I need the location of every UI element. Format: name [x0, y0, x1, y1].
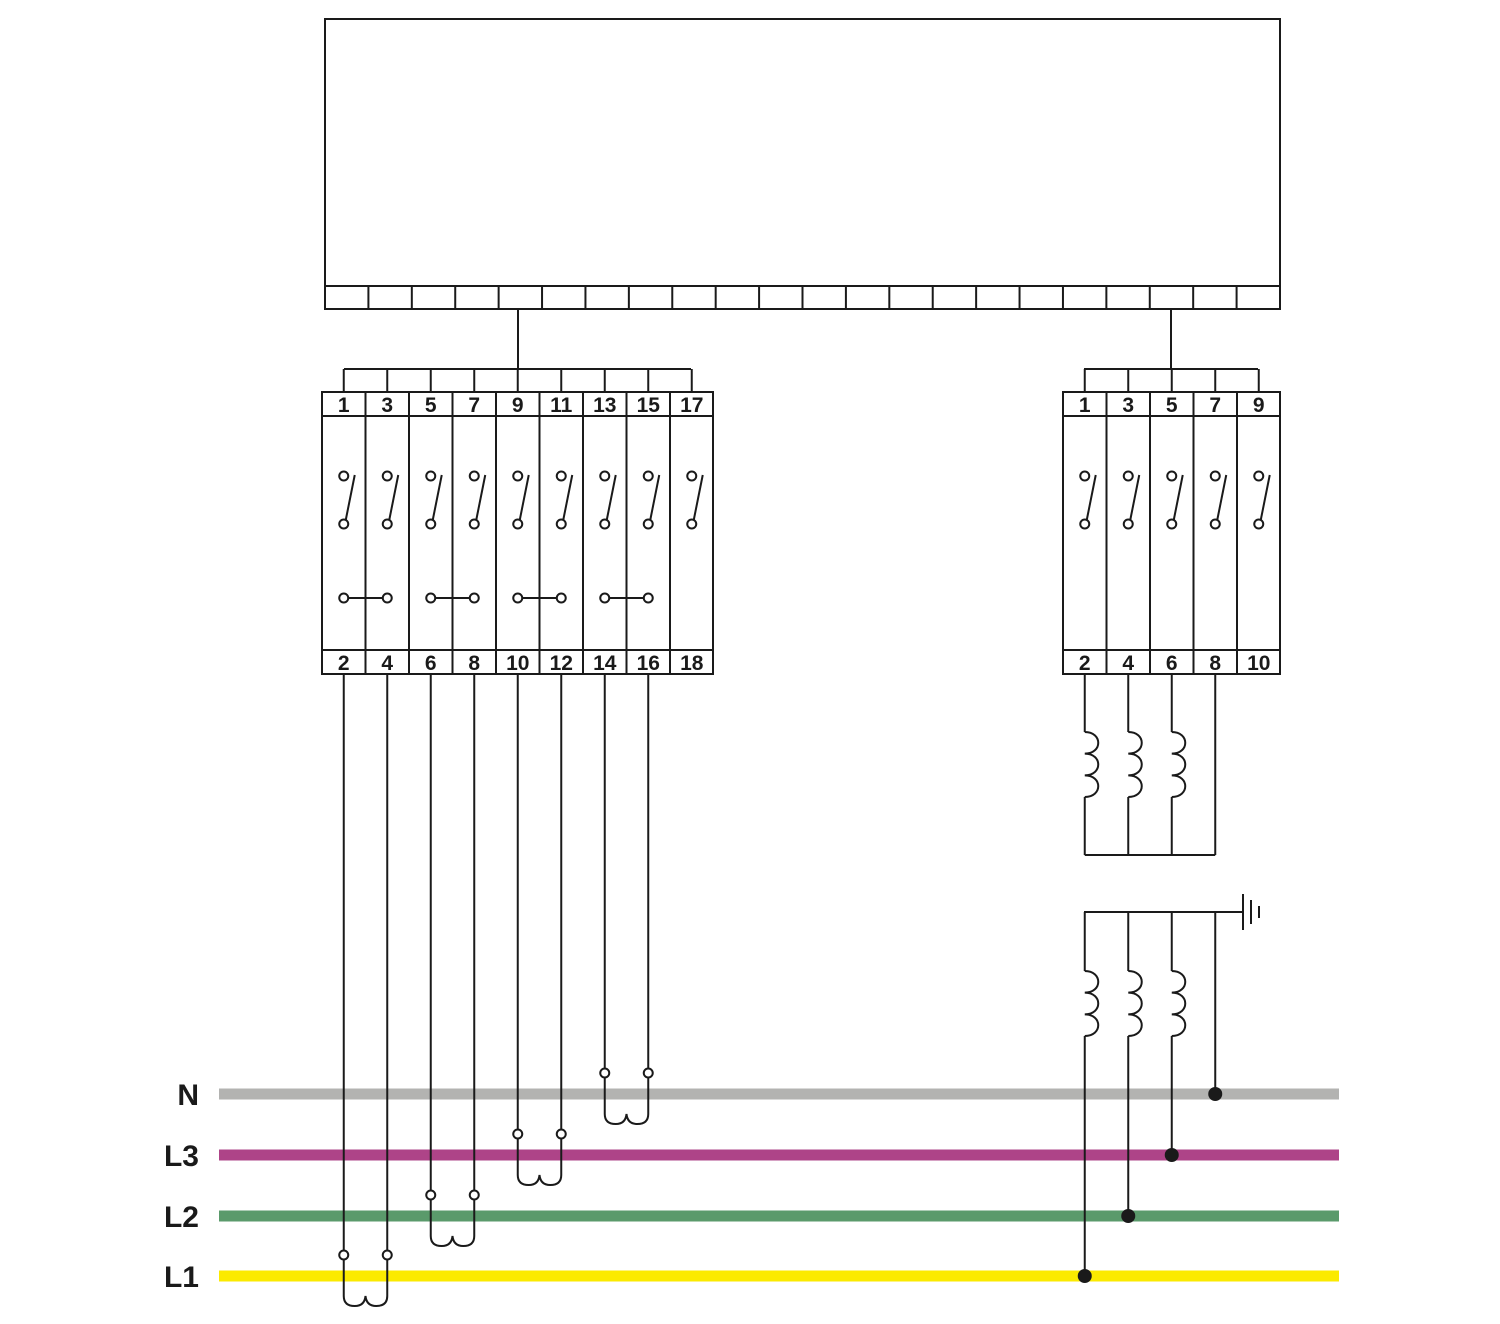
terminal-label-top: 1 — [1079, 394, 1091, 417]
terminal-label-bottom: 16 — [637, 652, 660, 675]
terminal-label-bottom: 6 — [425, 652, 437, 675]
disconnect-switch-icon — [338, 470, 356, 530]
terminal-label-top: 7 — [468, 394, 480, 417]
terminal-label-bottom: 8 — [1209, 652, 1221, 675]
terminal-label-top: 11 — [550, 394, 573, 417]
busbar-label: L3 — [164, 1140, 199, 1173]
disconnect-switch-icon — [1166, 470, 1184, 530]
disconnect-switch-icon — [1209, 470, 1228, 530]
disconnect-switch-icon — [1122, 470, 1141, 530]
disconnect-switch-icon — [642, 470, 661, 530]
terminal-label-bottom: 14 — [593, 652, 617, 675]
busbar-label: L1 — [164, 1261, 199, 1294]
ground-icon — [1084, 894, 1260, 930]
terminal-label-top: 9 — [512, 394, 524, 417]
current-transformer-icon — [338, 674, 393, 1308]
terminal-label-bottom: 4 — [381, 652, 393, 675]
terminal-label-top: 5 — [425, 394, 437, 417]
main-device-body — [324, 18, 1281, 310]
terminal-label-top: 17 — [680, 394, 703, 417]
current-transformer-icon — [512, 674, 567, 1187]
busbar-label: L2 — [164, 1201, 199, 1234]
disconnect-switch-icon — [1079, 470, 1097, 530]
terminal-label-top: 13 — [593, 394, 616, 417]
left-block-outline — [321, 391, 714, 675]
disconnect-switch-icon — [686, 470, 704, 530]
terminal-label-bottom: 8 — [468, 652, 480, 675]
test-link-bridge-icon — [599, 592, 654, 604]
disconnect-switch-icon — [468, 470, 487, 530]
right-block-outline — [1062, 391, 1281, 675]
terminal-label-top: 3 — [1122, 394, 1134, 417]
terminal-label-bottom: 12 — [550, 652, 573, 675]
disconnect-switch-icon — [1253, 470, 1271, 530]
disconnect-switch-icon — [599, 470, 617, 530]
vt-primary-icon — [1077, 912, 1223, 1283]
junction-dot — [1208, 1087, 1223, 1101]
right-block-feed — [1083, 309, 1260, 392]
test-link-bridge-icon — [338, 592, 393, 604]
terminal-label-top: 3 — [381, 394, 393, 417]
disconnect-switch-icon — [512, 470, 530, 530]
terminal-label-bottom: 2 — [1079, 652, 1091, 675]
junction-dot — [1121, 1209, 1136, 1223]
terminal-label-top: 1 — [338, 394, 350, 417]
terminal-label-bottom: 10 — [1247, 652, 1270, 675]
terminal-label-top: 7 — [1209, 394, 1221, 417]
terminal-label-bottom: 2 — [338, 652, 350, 675]
terminal-label-top: 15 — [637, 394, 661, 417]
right-comb-drops — [1083, 369, 1260, 392]
main-device-terminal-cells — [367, 286, 1238, 309]
disconnect-switch-icon — [381, 470, 400, 530]
disconnect-switch-icon — [425, 470, 443, 530]
main-device — [324, 18, 1281, 310]
left-comb-drops — [342, 369, 693, 392]
test-link-bridge-icon — [512, 592, 567, 604]
vt-secondary-icon — [1083, 674, 1217, 856]
terminal-label-top: 5 — [1166, 394, 1178, 417]
terminal-label-bottom: 10 — [506, 652, 529, 675]
junction-dot — [1077, 1269, 1092, 1283]
junction-dot — [1164, 1148, 1179, 1162]
terminal-label-bottom: 6 — [1166, 652, 1178, 675]
left-block-feed — [342, 309, 693, 392]
current-transformer-icon — [425, 674, 480, 1248]
terminal-label-bottom: 18 — [680, 652, 704, 675]
terminal-label-bottom: 4 — [1122, 652, 1134, 675]
current-transformer-wiring — [338, 674, 654, 1308]
busbar-label: N — [177, 1079, 199, 1112]
right-test-terminal-block: 1 2 3 4 5 6 7 8 9 10 — [1062, 391, 1281, 675]
voltage-transformer-wiring — [1077, 674, 1223, 1283]
disconnect-switch-icon — [555, 470, 574, 530]
terminal-label-top: 9 — [1253, 394, 1265, 417]
current-transformer-icon — [599, 674, 654, 1126]
test-link-bridge-icon — [425, 592, 480, 604]
